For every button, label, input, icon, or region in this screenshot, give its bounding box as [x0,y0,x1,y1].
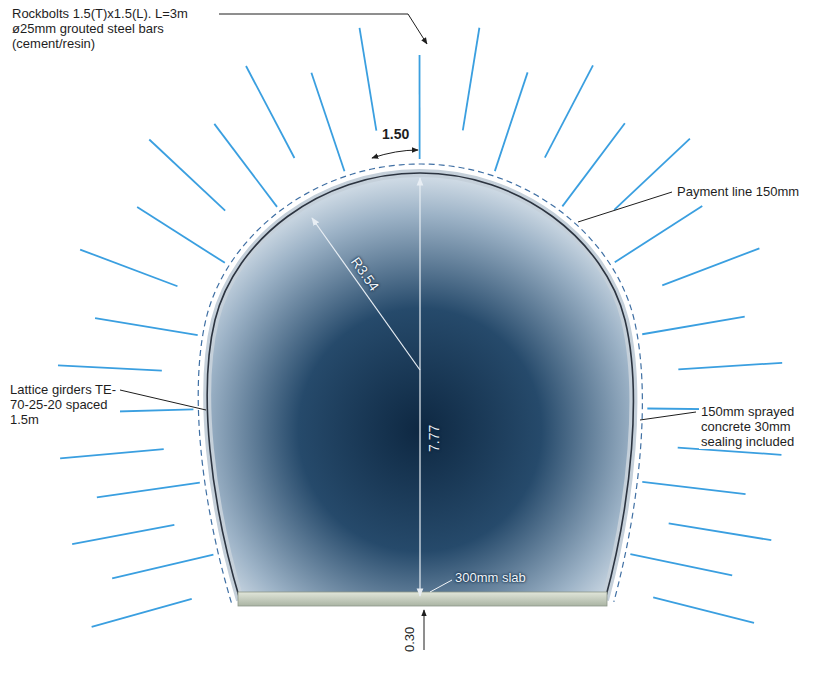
slab-dimension [424,610,425,650]
rockbolt [463,28,480,131]
rockbolt [149,139,225,210]
rockbolt [419,55,421,159]
tunnel-interior [207,173,633,600]
rockbolt [545,65,593,157]
callout-label: Payment line 150mm [675,184,801,199]
rockbolt [495,72,528,171]
rockbolt [112,555,213,579]
rockbolt [97,483,200,498]
rockbolt [630,554,732,575]
callout-label: Lattice girders TE-70-25-20 spaced 1.5m [8,382,120,427]
payment-line [198,164,642,603]
rockbolt [95,318,198,335]
rockbolt [642,482,745,494]
rockbolt [678,363,782,370]
sprayed-concrete [207,173,633,600]
rockbolt [669,523,772,540]
rockbolt [562,123,624,206]
rockbolt [642,317,745,335]
rockbolt [653,597,754,622]
floor-slab [238,592,607,606]
lattice-girder [207,173,633,600]
rockbolt [72,525,174,544]
rockbolt [214,124,277,207]
rockbolt [80,250,177,287]
dimension-label: 1.50 [380,126,411,142]
rockbolt [311,73,344,172]
leader-line [640,412,696,420]
radius-dimension [312,218,420,370]
rockbolt [615,206,702,262]
dimension-label: 7.77 [426,425,442,452]
rockbolt [662,248,759,285]
rockbolt [246,66,294,158]
rockbolts [58,28,782,627]
callout-label: 150mm sprayed concrete 30mm sealing incl… [699,404,829,449]
callout-label: 300mm slab [455,570,526,585]
spacing-dimension [372,150,418,158]
leader-line [218,14,427,44]
rockbolt [60,449,164,458]
rockbolt [58,365,162,370]
rockbolt [137,207,225,263]
callout-label: Rockbolts 1.5(T)x1.5(L). L=3m ø25mm grou… [10,6,219,51]
leader-line [120,390,206,410]
height-dimension [419,178,420,596]
rockbolt [360,28,377,131]
rockbolt [92,599,192,627]
dimension-label: 0.30 [402,627,417,652]
rockbolt [614,139,690,210]
leader-line [430,580,452,592]
leader-line [578,192,672,222]
